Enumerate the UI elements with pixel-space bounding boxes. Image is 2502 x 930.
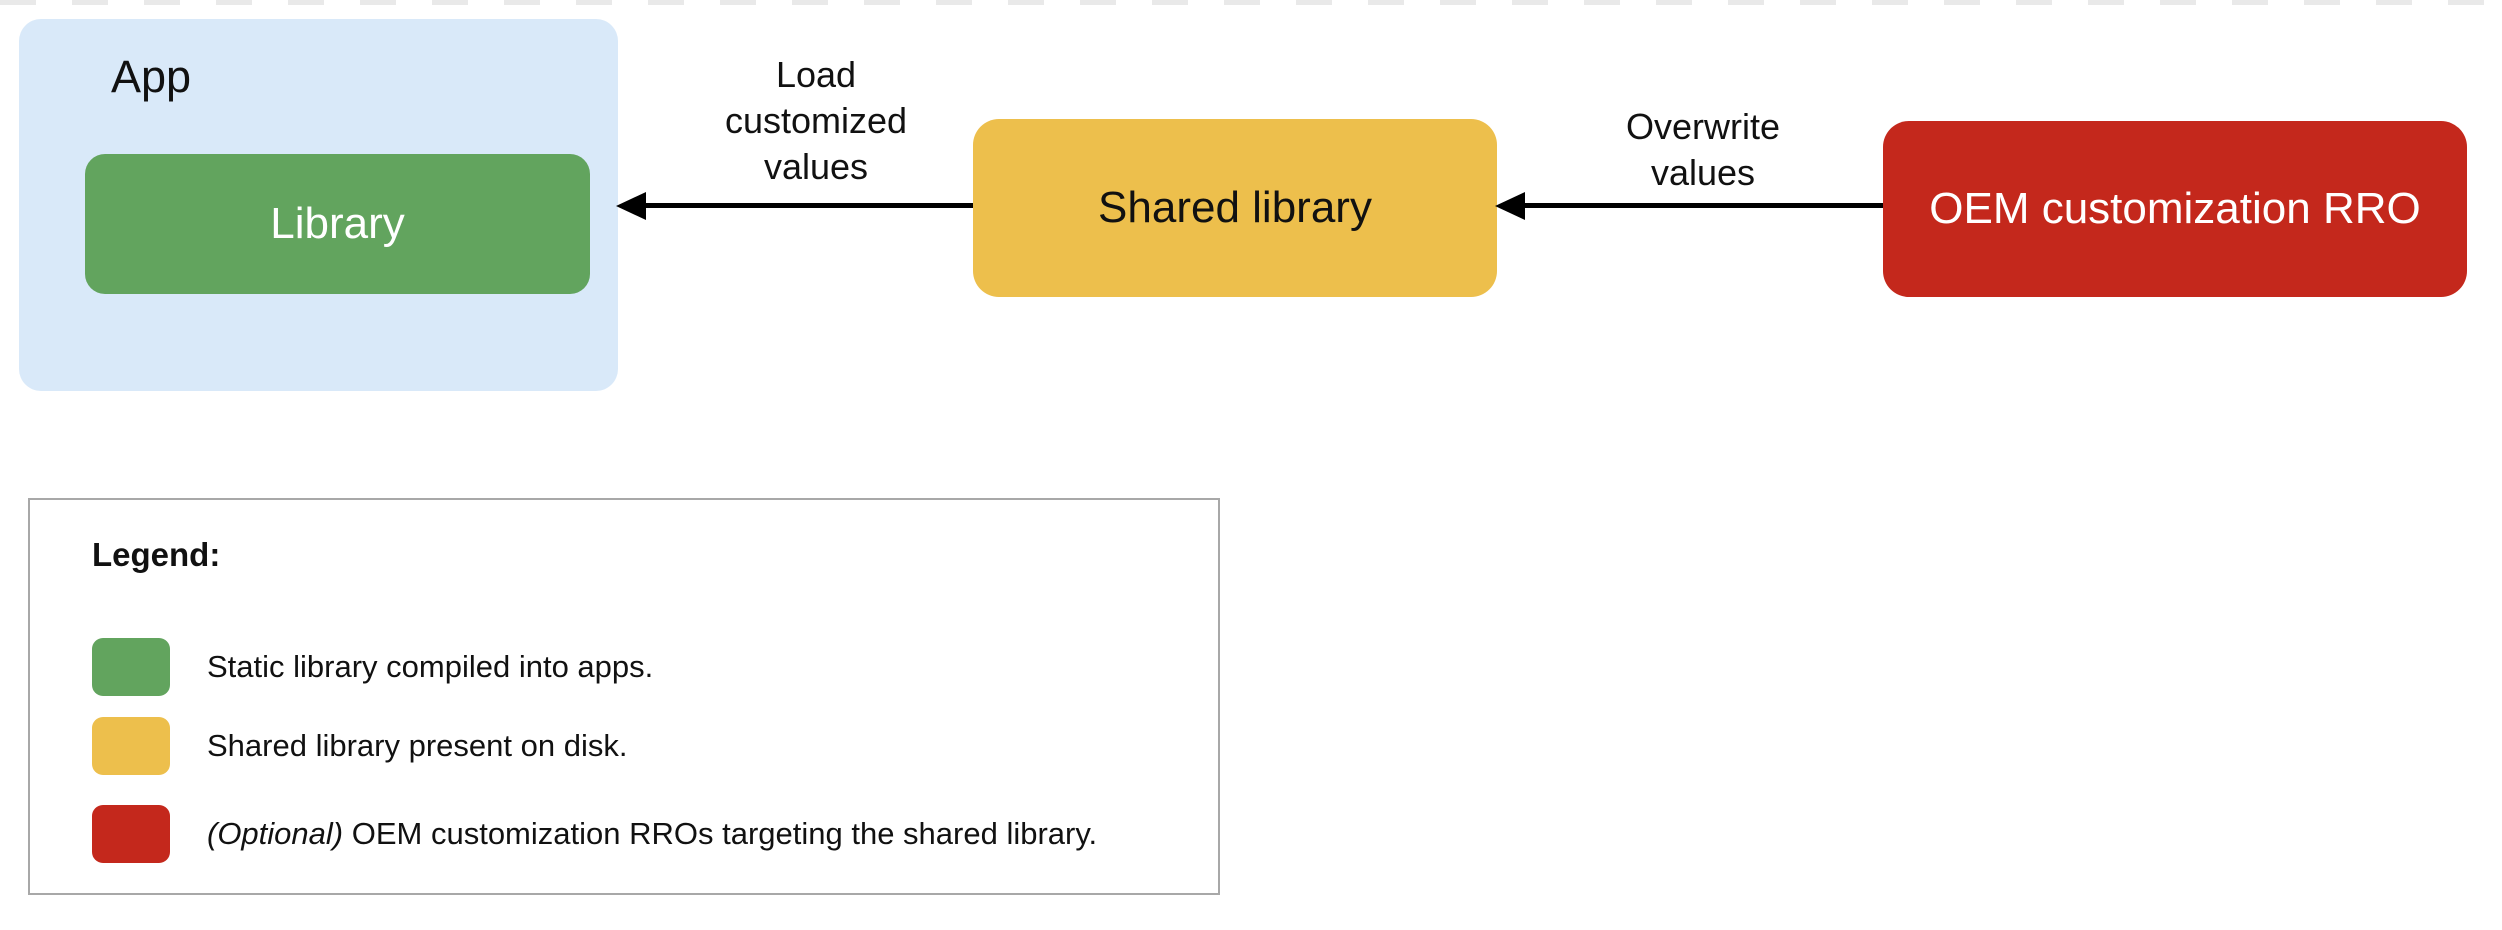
legend-item-shared-library: Shared library present on disk.	[92, 717, 627, 775]
legend-item-label: Shared library present on disk.	[207, 728, 628, 763]
load-arrow-head-icon	[616, 192, 646, 220]
library-label: Library	[270, 199, 405, 248]
legend-item-optional-prefix: (Optional)	[207, 816, 352, 851]
app-box: App Library	[19, 19, 618, 391]
legend-item-label: Static library compiled into apps.	[207, 649, 654, 684]
library-box: Library	[85, 154, 590, 294]
yellow-swatch	[92, 717, 170, 775]
load-arrow-label: Load customized values	[724, 54, 908, 187]
oem-customization-rro-box: OEM customization RRO	[1883, 121, 2467, 297]
shared-library-label: Shared library	[1098, 183, 1372, 232]
overwrite-arrow-label: Overwrite values	[1625, 106, 1781, 193]
overwrite-arrow-line	[1521, 203, 1883, 208]
legend-box: Legend: Static library compiled into app…	[28, 498, 1220, 895]
shared-library-box: Shared library	[973, 119, 1497, 297]
legend-item-static-library: Static library compiled into apps.	[92, 638, 653, 696]
red-swatch	[92, 805, 170, 863]
oem-customization-rro-label: OEM customization RRO	[1929, 184, 2421, 233]
overwrite-arrow-head-icon	[1495, 192, 1525, 220]
legend-item-oem-rro: (Optional) OEM customization RROs target…	[92, 805, 1097, 863]
load-arrow-line	[642, 203, 973, 208]
legend-item-label: (Optional) OEM customization RROs target…	[207, 816, 1097, 852]
green-swatch	[92, 638, 170, 696]
top-dashed-border	[0, 0, 2502, 5]
legend-title: Legend:	[92, 536, 221, 573]
app-label: App	[111, 51, 192, 102]
legend-item-text: OEM customization RROs targeting the sha…	[351, 816, 1098, 851]
